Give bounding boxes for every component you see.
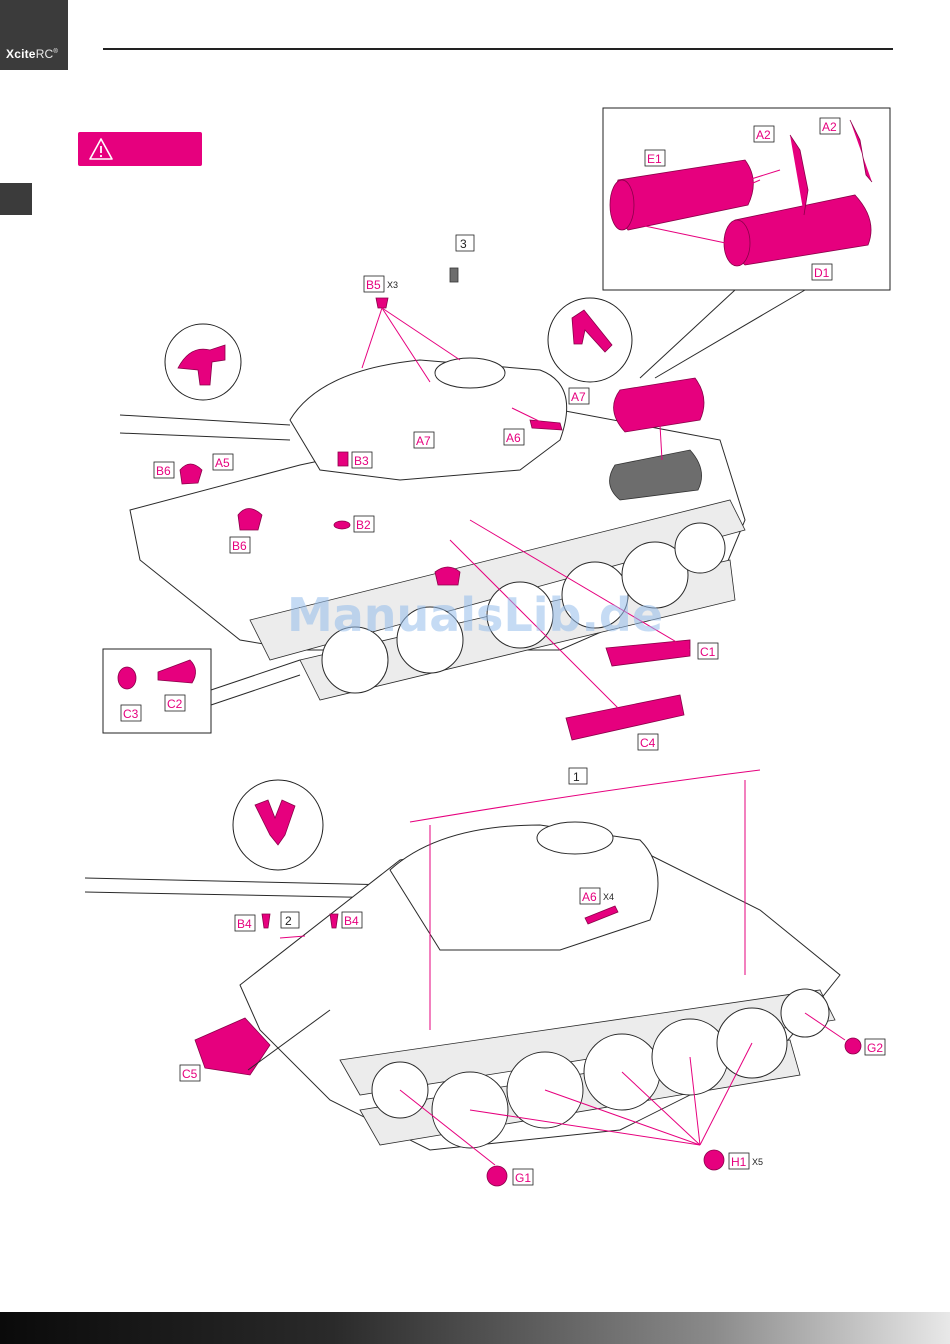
svg-text:A2: A2 (756, 128, 771, 142)
bottom-diagram (85, 770, 861, 1186)
footer-bar (0, 1312, 950, 1344)
light-b6-bottom-part (238, 509, 262, 531)
svg-text:B3: B3 (354, 454, 369, 468)
svg-text:H1: H1 (731, 1155, 747, 1169)
label-part-2: 2 (281, 912, 299, 928)
label-c3: C3 (121, 705, 141, 721)
svg-text:C5: C5 (182, 1067, 198, 1081)
hubcap-g1-part (487, 1166, 507, 1186)
c2-c3-inset (103, 649, 211, 733)
svg-text:A5: A5 (215, 456, 230, 470)
part-c4 (566, 695, 684, 740)
part-3-pin (450, 268, 458, 282)
part-b2 (334, 521, 350, 529)
svg-text:3: 3 (460, 237, 467, 251)
svg-text:X4: X4 (603, 892, 614, 902)
label-b5: B5 X3 (364, 276, 398, 292)
svg-text:G1: G1 (515, 1171, 531, 1185)
svg-text:C2: C2 (167, 697, 183, 711)
label-b6-bottom: B6 (230, 537, 250, 553)
label-b2: B2 (354, 516, 374, 532)
hubcap-g2-part (845, 1038, 861, 1054)
part-c1 (606, 640, 690, 666)
label-a7-right: A7 (569, 388, 589, 404)
svg-text:A7: A7 (416, 434, 431, 448)
svg-text:2: 2 (285, 914, 292, 928)
svg-text:B6: B6 (232, 539, 247, 553)
label-a6-top: A6 (504, 429, 524, 445)
svg-text:X3: X3 (387, 280, 398, 290)
svg-text:C4: C4 (640, 736, 656, 750)
label-b4-right: B4 (342, 912, 362, 928)
part-c2-c3-assembled (435, 567, 460, 585)
label-c2: C2 (165, 695, 185, 711)
svg-text:1: 1 (573, 770, 580, 784)
label-a2-right: A2 (820, 118, 840, 134)
svg-text:B6: B6 (156, 464, 171, 478)
light-b6-top-part (180, 464, 202, 484)
label-g1: G1 (513, 1169, 533, 1185)
label-c1: C1 (698, 643, 718, 659)
label-step-1: 1 (569, 768, 587, 784)
label-b6-top: B6 (154, 462, 174, 478)
label-e1: E1 (645, 150, 665, 166)
label-c4: C4 (638, 734, 658, 750)
svg-text:B4: B4 (344, 914, 359, 928)
svg-text:B4: B4 (237, 917, 252, 931)
hatch-b5-part (376, 298, 388, 308)
a7-detail-callout (548, 298, 632, 382)
label-h1: H1 X5 (729, 1153, 763, 1169)
label-g2: G2 (865, 1039, 885, 1055)
svg-text:E1: E1 (647, 152, 662, 166)
svg-text:A7: A7 (571, 390, 586, 404)
svg-text:G2: G2 (867, 1041, 883, 1055)
svg-text:C3: C3 (123, 707, 139, 721)
svg-text:A6: A6 (582, 890, 597, 904)
part-b3 (338, 452, 348, 466)
svg-text:A6: A6 (506, 431, 521, 445)
hubcap-h1-part (704, 1150, 724, 1170)
label-b3: B3 (352, 452, 372, 468)
label-c5: C5 (180, 1065, 200, 1081)
part-c3 (118, 667, 136, 689)
svg-text:X5: X5 (752, 1157, 763, 1167)
label-a5: A5 (213, 454, 233, 470)
svg-text:C1: C1 (700, 645, 716, 659)
label-a2-left: A2 (754, 126, 774, 142)
svg-text:D1: D1 (814, 266, 830, 280)
top-diagram (103, 108, 890, 740)
label-d1: D1 (812, 264, 832, 280)
svg-text:B2: B2 (356, 518, 371, 532)
label-b4-left: B4 (235, 915, 255, 931)
svg-text:A2: A2 (822, 120, 837, 134)
part-b4-left (262, 914, 270, 928)
label-step-3: 3 (456, 235, 474, 251)
svg-text:B5: B5 (366, 278, 381, 292)
label-a7-left: A7 (414, 432, 434, 448)
